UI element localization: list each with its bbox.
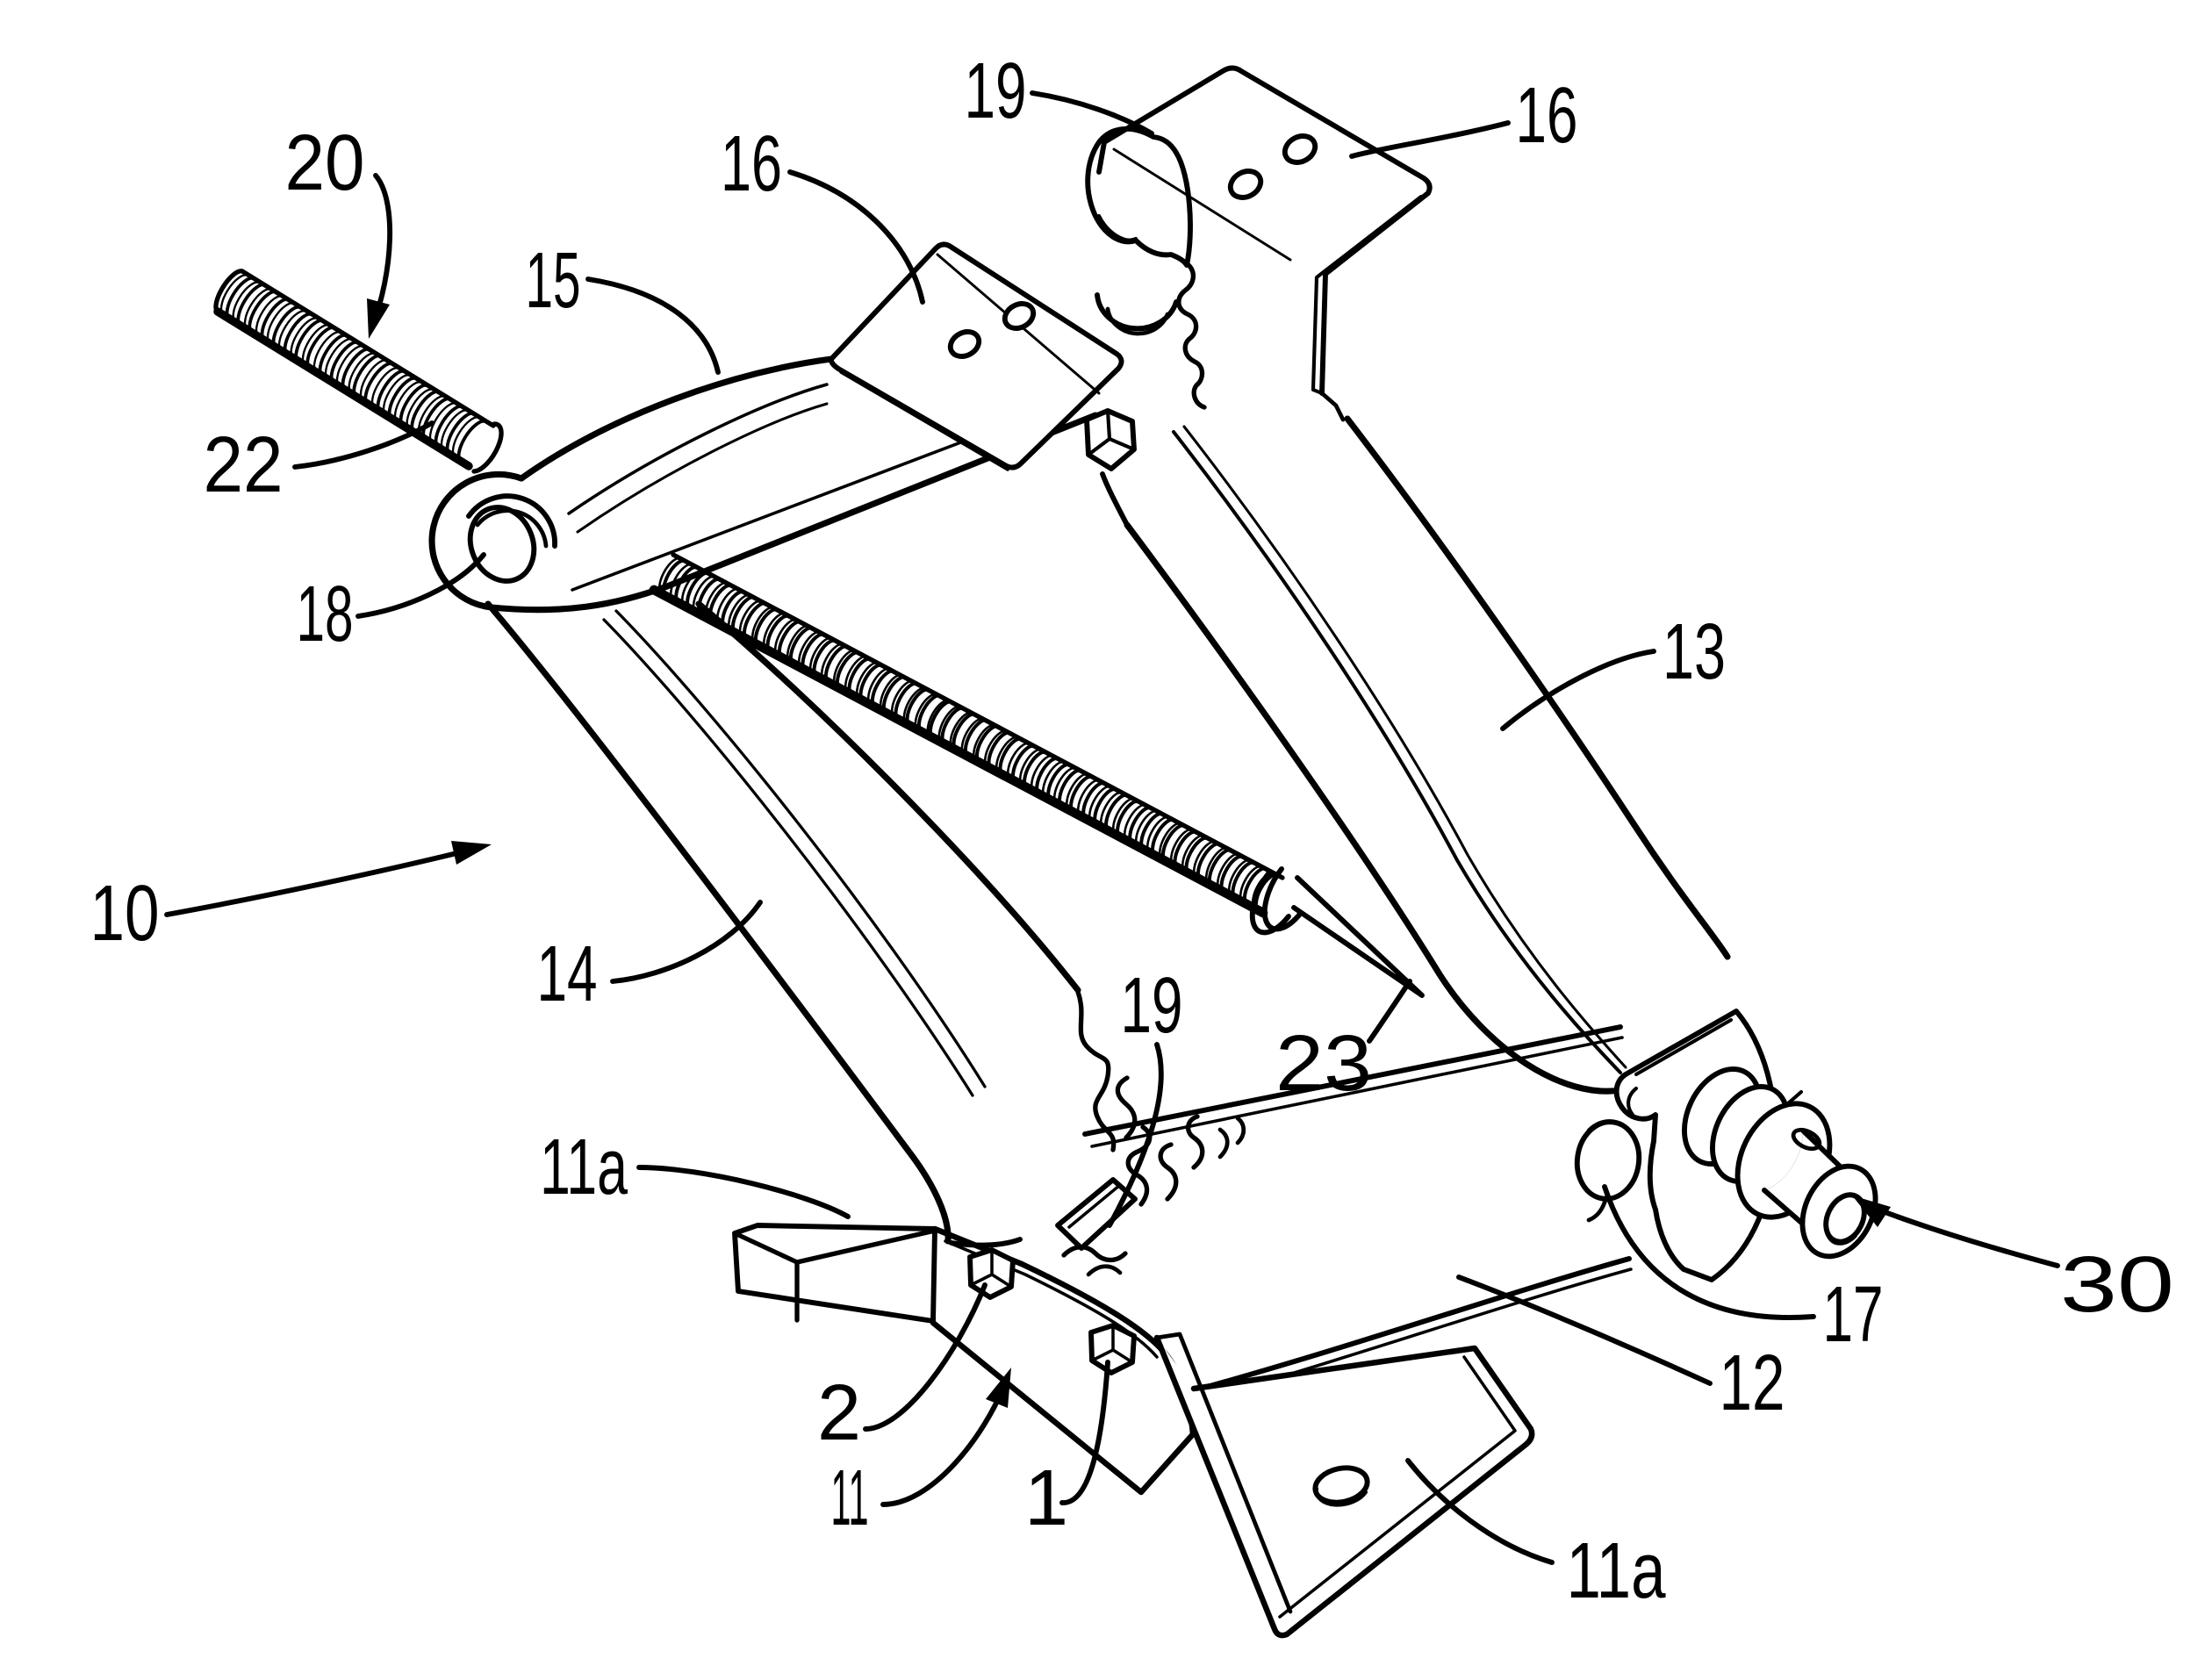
svg-text:17: 17 <box>1823 1271 1884 1359</box>
svg-text:18: 18 <box>297 571 354 658</box>
svg-text:15: 15 <box>526 237 581 325</box>
svg-text:13: 13 <box>1663 608 1726 696</box>
svg-text:20: 20 <box>285 119 365 207</box>
svg-text:22: 22 <box>204 421 284 509</box>
svg-text:16: 16 <box>1516 72 1578 160</box>
svg-text:14: 14 <box>537 930 598 1018</box>
svg-text:30: 30 <box>2060 1241 2174 1329</box>
svg-text:16: 16 <box>721 120 782 208</box>
svg-text:23: 23 <box>1275 1020 1372 1108</box>
svg-text:12: 12 <box>1720 1339 1785 1427</box>
svg-text:19: 19 <box>965 47 1027 135</box>
svg-text:11a: 11a <box>540 1124 628 1211</box>
svg-text:1: 1 <box>1024 1454 1068 1542</box>
svg-text:11: 11 <box>831 1454 869 1542</box>
svg-text:19: 19 <box>1121 962 1183 1050</box>
svg-text:11a: 11a <box>1567 1527 1667 1615</box>
svg-text:2: 2 <box>817 1369 861 1457</box>
svg-text:10: 10 <box>90 870 160 958</box>
